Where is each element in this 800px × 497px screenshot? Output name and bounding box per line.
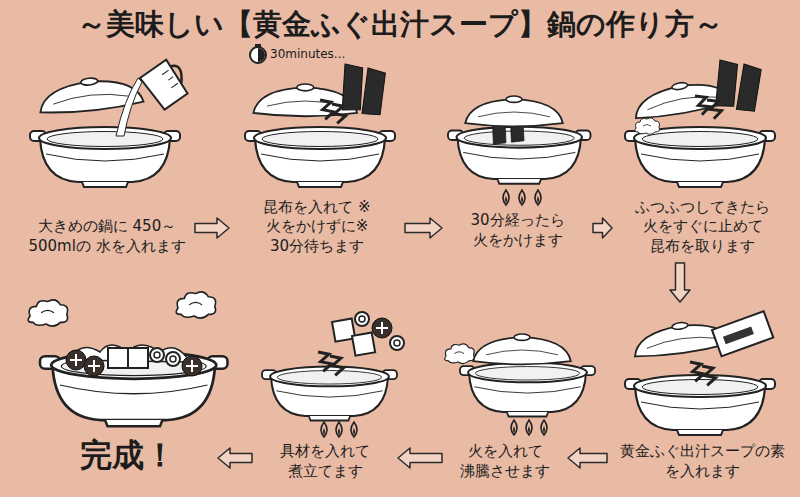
process-step: 黄金ふぐ出汁スープの素 を入れます (610, 305, 794, 485)
process-step: 火を入れて 沸騰させます (445, 345, 565, 485)
step-text: ふつふつしてきたら 火をすぐに止めて 昆布を取ります (615, 198, 790, 257)
step-text: 火を入れて 沸騰させます (445, 442, 565, 481)
step-text: 完成！ (40, 435, 215, 477)
flow-arrow (670, 263, 690, 302)
step-text: 大きめの鍋に 450～500mlの 水を入れます (22, 217, 192, 256)
flow-arrow (218, 448, 252, 468)
title: ～美味しい【黄金ふぐ出汁スープ】鍋の作り方～ (0, 5, 800, 45)
flow-arrow (398, 448, 442, 468)
flow-arrow (593, 218, 612, 238)
process-step: 具材を入れて 煮立てます (255, 300, 395, 485)
timer-label: 30minutes... (270, 47, 345, 61)
process-step: 大きめの鍋に 450～500mlの 水を入れます (22, 88, 192, 260)
flow-arrow (405, 218, 442, 238)
flow-arrow (568, 448, 607, 468)
result-step: 完成！ (40, 300, 215, 485)
step-text: 黄金ふぐ出汁スープの素 を入れます (610, 442, 794, 481)
step-text: 昆布を入れて ※火をかけずに※ 30分待ちます (232, 198, 402, 257)
step-text: 具材を入れて 煮立てます (255, 442, 395, 481)
process-step: 昆布を入れて ※火をかけずに※ 30分待ちます (232, 88, 402, 260)
flow-arrow (195, 218, 229, 238)
step-text: 30分経ったら 火をかけます (445, 211, 590, 250)
process-step: ふつふつしてきたら 火をすぐに止めて 昆布を取ります (615, 88, 790, 260)
process-step: 30分経ったら 火をかけます (445, 88, 590, 260)
